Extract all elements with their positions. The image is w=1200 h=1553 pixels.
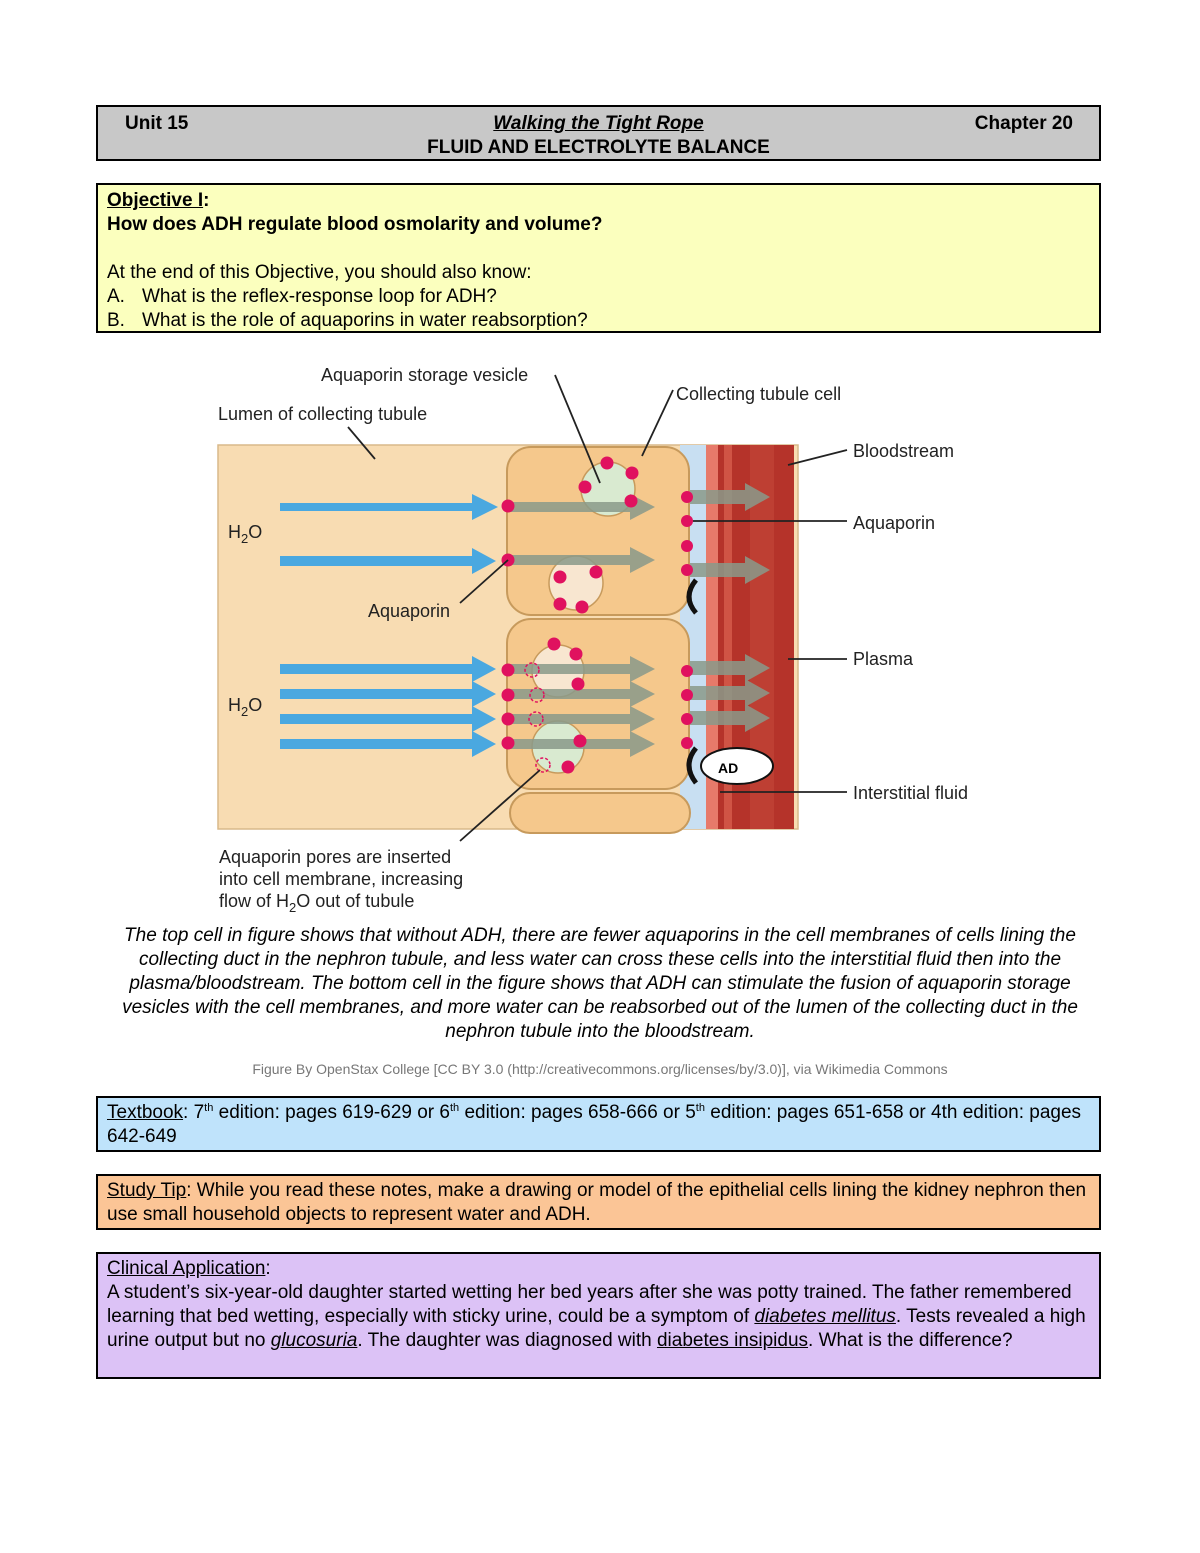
label-pores-line2: into cell membrane, increasing [219,869,463,889]
page-subtitle: FLUID AND ELECTROLYTE BALANCE [427,137,770,158]
objective-label: Objective I [107,190,204,211]
label-aquaporin-mid: Aquaporin [368,601,450,621]
label-interstitial: Interstitial fluid [853,783,968,803]
objective-item-b: B.What is the role of aquaporins in wate… [107,310,588,331]
chapter-label: Chapter 20 [974,113,1073,134]
label-h2o-bottom: H2O [228,695,262,719]
study-tip-label: Study Tip [107,1180,187,1201]
study-tip-text: : While you read these notes, make a dra… [107,1180,1087,1225]
adh-label: AD [718,760,738,776]
page-title: Walking the Tight Rope [493,113,704,134]
water-arrows-lumen [280,494,498,757]
label-h2o-top: H2O [228,522,262,546]
label-pores-line1: Aquaporin pores are inserted [219,847,451,867]
label-storage-vesicle: Aquaporin storage vesicle [321,365,528,385]
label-tubule-cell: Collecting tubule cell [676,384,841,404]
header-title-block: Walking the Tight Rope FLUID AND ELECTRO… [98,112,1099,160]
clinical-label: Clinical Application [107,1258,266,1279]
header-box: Unit 15 Walking the Tight Rope FLUID AND… [96,105,1101,161]
textbook-label: Textbook [107,1102,184,1123]
term-glucosuria: glucosuria [270,1330,358,1351]
objective-item-a: A.What is the reflex-response loop for A… [107,286,497,307]
term-diabetes-insipidus: diabetes insipidus [656,1330,809,1351]
adh-receptor [686,746,699,785]
clinical-application-box: Clinical Application: A student’s six-ye… [96,1252,1101,1379]
bottom-cell [506,618,690,790]
label-bloodstream: Bloodstream [853,441,954,461]
label-aquaporin-right: Aquaporin [853,513,935,533]
aquaporin-dots [501,456,693,774]
objective-intro: At the end of this Objective, you should… [107,262,532,283]
adh-receptor [686,578,698,615]
textbook-box: Textbook: 7th edition: pages 619-629 or … [96,1096,1101,1152]
aquaporin-figure: AD Aquaporin storage vesicle Lumen of co… [217,365,968,915]
figure-caption: The top cell in figure shows that withou… [122,925,1078,1042]
label-plasma: Plasma [853,649,914,669]
unit-label: Unit 15 [125,113,189,134]
water-arrows-cell [510,483,770,757]
label-lumen: Lumen of collecting tubule [218,404,427,424]
adh-molecule [700,747,774,785]
objective-box: Objective I: How does ADH regulate blood… [96,183,1101,333]
figure-credit: Figure By OpenStax College [CC BY 3.0 (h… [252,1061,948,1077]
objective-question: How does ADH regulate blood osmolarity a… [107,214,603,235]
term-diabetes-mellitus: diabetes mellitus [754,1306,896,1327]
study-tip-box: Study Tip: While you read these notes, m… [96,1174,1101,1230]
label-pores-line3: flow of H2O out of tubule [219,891,414,915]
